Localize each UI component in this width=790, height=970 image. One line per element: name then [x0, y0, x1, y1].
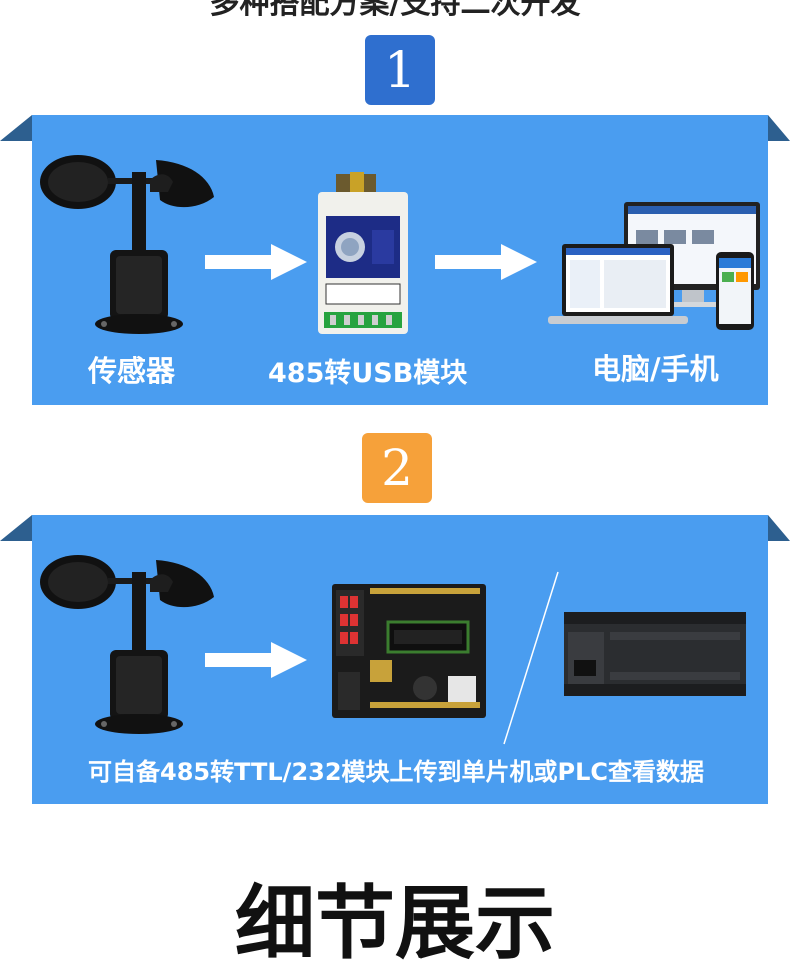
panel-1-fold-right: [768, 115, 790, 141]
computer-label: 电脑/手机: [592, 352, 719, 386]
step-1-badge: 1: [365, 35, 435, 105]
plc-mcu-caption: 可自备485转TTL/232模块上传到单片机或PLC查看数据: [88, 758, 705, 786]
divider-line: [503, 571, 559, 745]
sensor-label: 传感器: [88, 354, 176, 388]
computer-phone-icon: [548, 202, 760, 330]
mcu-board-icon: [332, 584, 486, 718]
anemometer-icon: [40, 555, 214, 734]
arrow-right-icon: [205, 642, 307, 678]
step-2-badge: 2: [362, 433, 432, 503]
arrow-right-icon: [435, 244, 537, 280]
usb-module-icon: [318, 172, 408, 334]
panel-2-fold-left: [0, 515, 32, 541]
detail-display-heading: 细节展示: [235, 877, 555, 970]
arrow-right-icon: [205, 244, 307, 280]
panel-1-fold-left: [0, 115, 32, 141]
top-heading: 多种搭配方案/支持二次开发: [209, 0, 581, 21]
module-label: 485转USB模块: [268, 358, 468, 389]
plc-icon: [564, 612, 746, 696]
panel-2-fold-right: [768, 515, 790, 541]
anemometer-icon: [40, 155, 214, 334]
